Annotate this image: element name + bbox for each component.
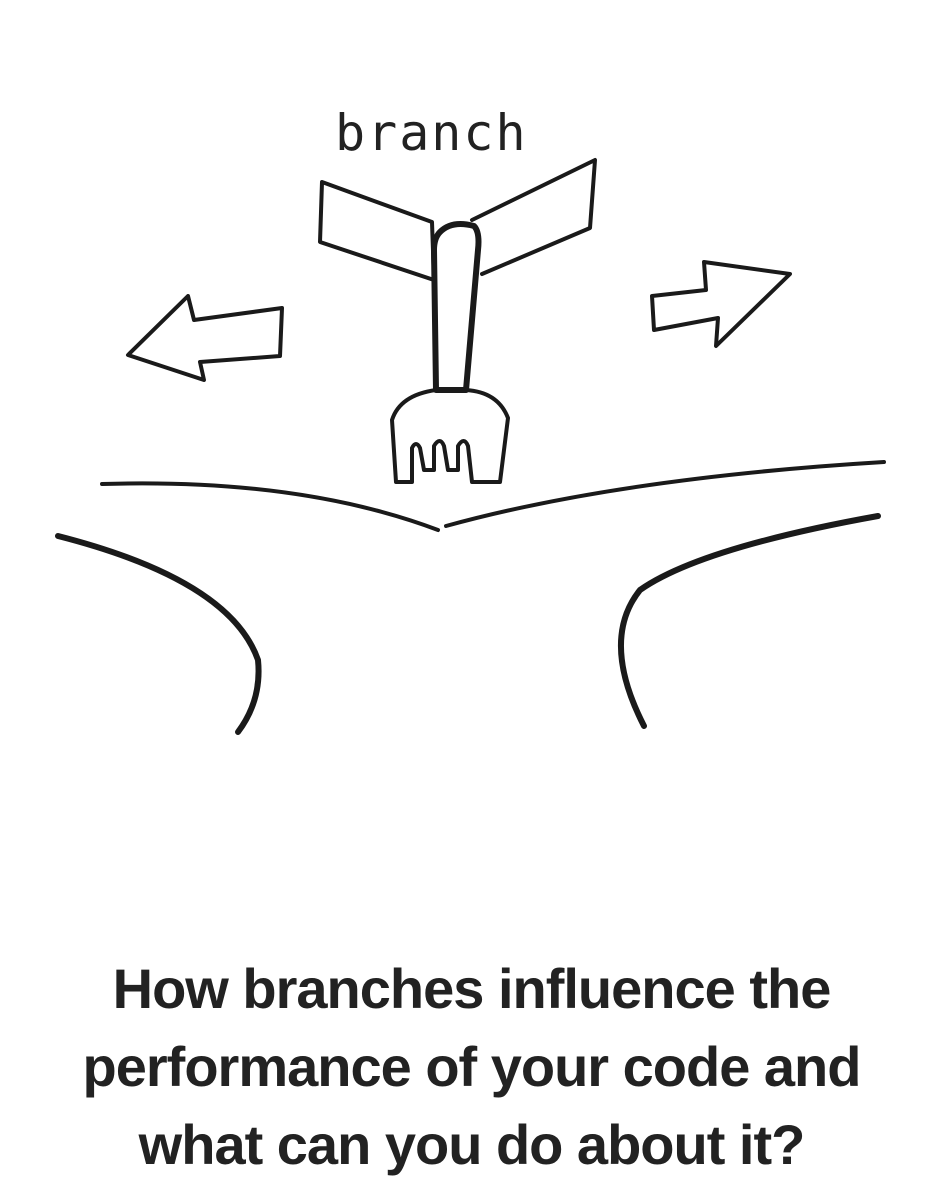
arrow-right-icon bbox=[650, 260, 792, 348]
headline-line-2: performance of your code and bbox=[82, 1035, 862, 1098]
branch-illustration: branch bbox=[55, 104, 886, 735]
headline-line-3: what can you do about it? bbox=[138, 1113, 806, 1176]
road-edge-top-left bbox=[100, 481, 440, 532]
road-edge-top-right bbox=[444, 460, 886, 528]
road-edge-bottom-left bbox=[55, 533, 262, 735]
headline-line-1: How branches influence the bbox=[112, 957, 832, 1020]
arrow-left-icon bbox=[126, 294, 284, 382]
page-headline: How branches influence the performance o… bbox=[0, 950, 943, 1184]
signpost-left-board-icon bbox=[318, 180, 436, 282]
fork-handle-icon bbox=[431, 221, 482, 393]
road-edge-bottom-right bbox=[617, 513, 881, 729]
fork-head-icon bbox=[390, 388, 510, 484]
signpost-right-board-icon bbox=[470, 158, 597, 276]
sketch-label-branch: branch bbox=[335, 104, 528, 162]
sketch-canvas: branch bbox=[55, 104, 886, 735]
